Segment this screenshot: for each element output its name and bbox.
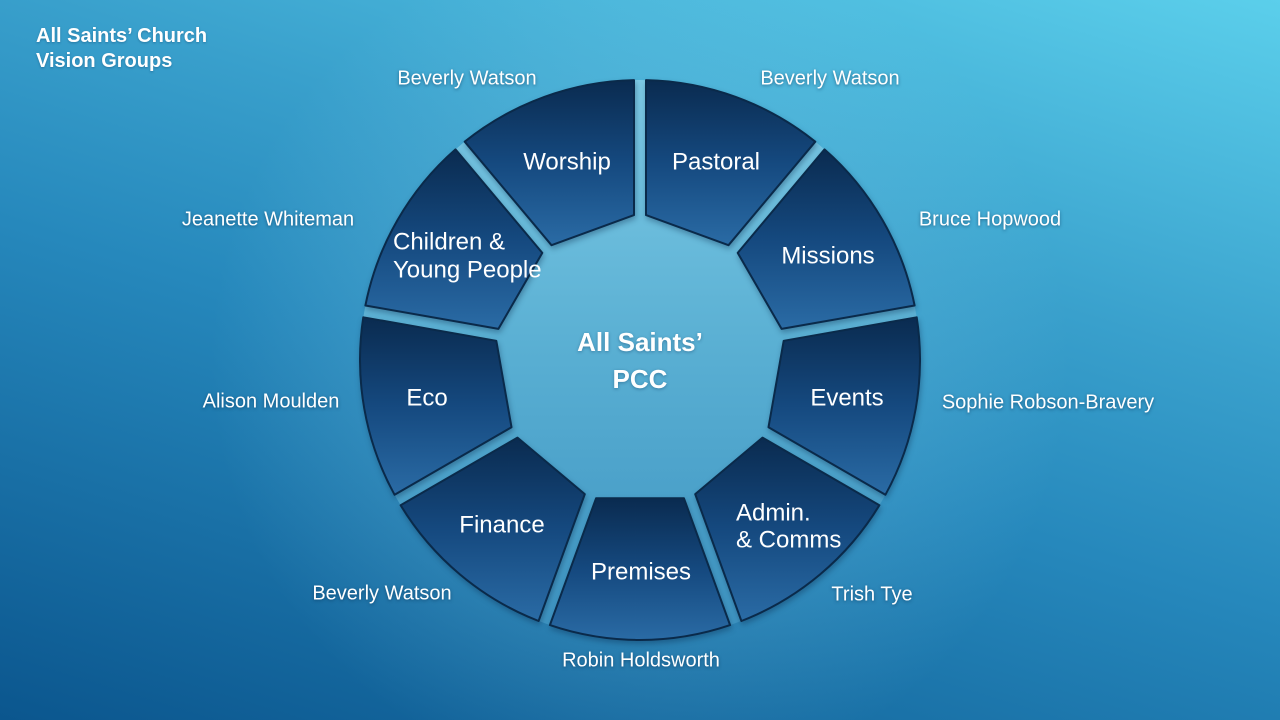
segment-missions <box>736 148 916 330</box>
leader-label-premises: Robin Holdsworth <box>562 649 720 672</box>
segment-label-pastoral: Pastoral <box>672 148 760 175</box>
leader-label-worship: Beverly Watson <box>397 67 537 90</box>
segment-eco <box>359 316 513 496</box>
segment-premises <box>548 497 732 641</box>
slide-title-line1: All Saints’ Church <box>36 25 208 47</box>
segment-pastoral <box>645 79 817 247</box>
segment-label-events: Events <box>810 384 883 411</box>
segment-label-eco: Eco <box>406 384 447 411</box>
segment-worship <box>463 79 635 247</box>
leader-label-events: Sophie Robson-Bravery <box>941 391 1155 414</box>
segment-children-young-people <box>364 148 544 330</box>
wheel-center-line1: All Saints’ <box>577 327 703 357</box>
segment-label-admin-comms-line1: Admin. <box>736 499 811 526</box>
slide-title-line2: Vision Groups <box>36 50 173 72</box>
segment-label-children-young-people-line1: Children & <box>393 228 505 255</box>
segment-label-children-young-people-line2: Young People <box>393 256 542 283</box>
segment-label-worship: Worship <box>523 148 611 175</box>
leader-label-missions: Bruce Hopwood <box>918 208 1062 231</box>
wheel-center-line2: PCC <box>612 364 668 394</box>
leader-label-eco: Alison Moulden <box>202 390 340 413</box>
leader-label-children-young-people: Jeanette Whiteman <box>181 208 355 231</box>
segment-label-missions: Missions <box>781 242 874 269</box>
leader-label-admin-comms: Trish Tye <box>831 583 913 606</box>
segment-label-admin-comms-line2: & Comms <box>736 526 841 553</box>
segment-finance <box>399 436 586 622</box>
leader-label-finance: Beverly Watson <box>312 582 452 605</box>
segment-label-premises: Premises <box>591 558 691 585</box>
segment-label-finance: Finance <box>459 511 544 538</box>
slide-title: All Saints’ Church Vision Groups <box>36 24 207 74</box>
leader-label-pastoral: Beverly Watson <box>760 67 900 90</box>
segment-admin-comms <box>694 436 881 622</box>
wheel-center-label: All Saints’ PCC <box>577 324 703 398</box>
segment-events <box>767 316 921 496</box>
